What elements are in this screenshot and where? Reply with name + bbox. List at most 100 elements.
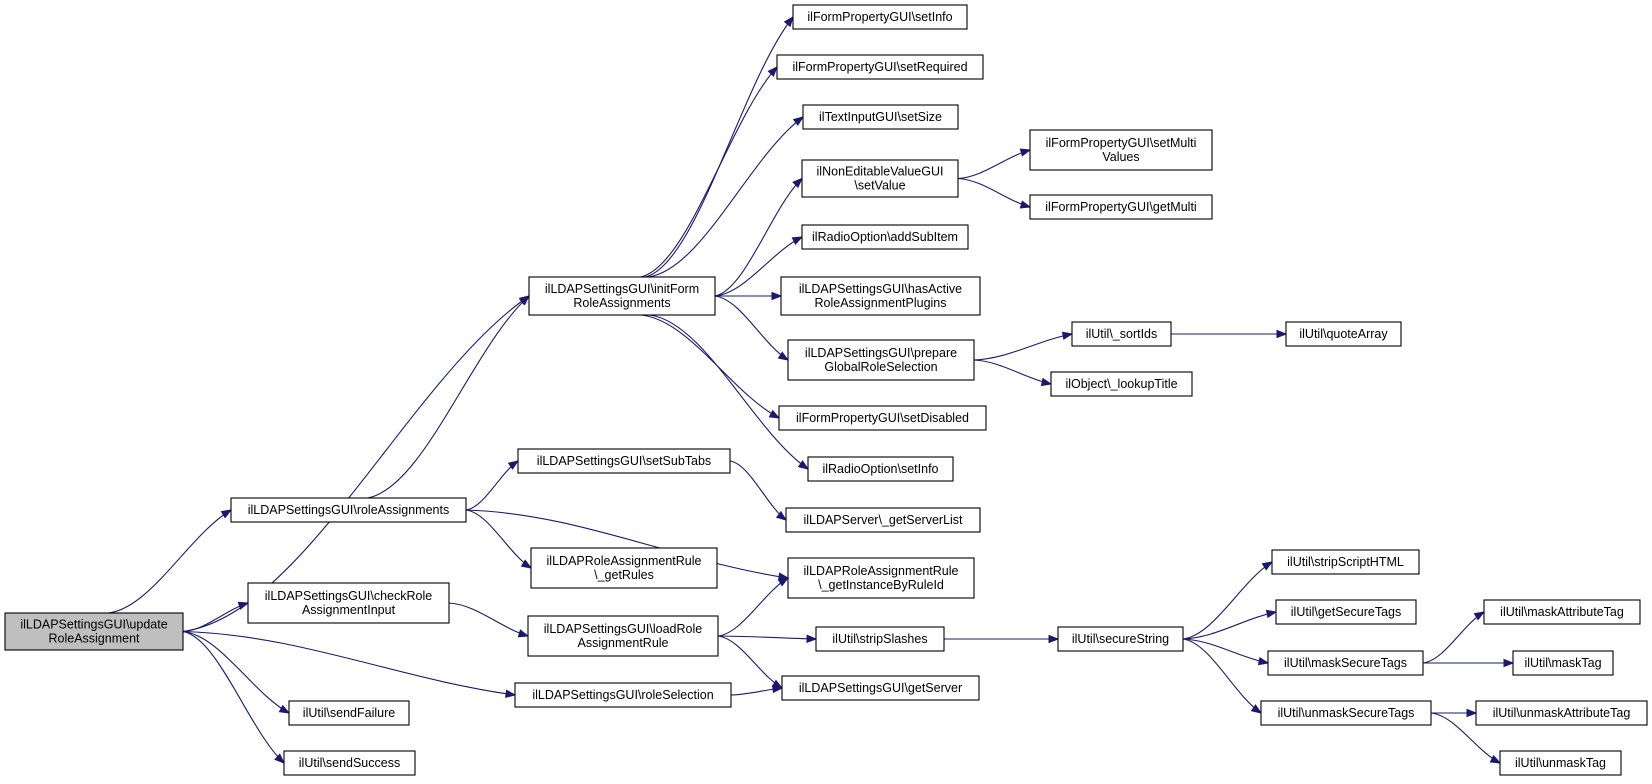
node-set-value[interactable]: ilNonEditableValueGUI\setValue [801,159,959,198]
node-lookup-title[interactable]: ilObject\_lookupTitle [1050,371,1193,397]
node-set-size[interactable]: ilTextInputGUI\setSize [802,104,959,130]
edge-role-assignments-to-init-form [367,295,531,499]
node-box [792,4,968,30]
edge-strip-slashes-to-secure-string [943,634,1060,644]
node-label: ilUtil\maskTag [1524,656,1601,670]
node-unmask-tag[interactable]: ilUtil\unmaskTag [1499,750,1622,776]
node-get-instance[interactable]: ilLDAPRoleAssignmentRule\_getInstanceByR… [787,557,975,599]
node-label: ilLDAPSettingsGUI\initForm [545,282,699,296]
node-mask-tag[interactable]: ilUtil\maskTag [1512,650,1614,676]
node-set-disabled[interactable]: ilFormPropertyGUI\setDisabled [778,405,987,431]
node-set-sub-tabs[interactable]: ilLDAPSettingsGUI\setSubTabs [517,448,731,474]
node-role-assignments[interactable]: ilLDAPSettingsGUI\roleAssignments [230,497,467,523]
edge-line [182,630,285,764]
edge-secure-string-to-strip-script [1182,561,1274,640]
node-box [1499,750,1622,776]
node-prepare-global[interactable]: ilLDAPSettingsGUI\prepareGlobalRoleSelec… [787,339,975,381]
arrow-head [278,704,291,714]
arrow-head [1040,377,1053,387]
node-set-info[interactable]: ilFormPropertyGUI\setInfo [792,4,968,30]
node-label: ilUtil\unmaskSecureTags [1278,706,1415,720]
arrow-head [1257,656,1270,666]
node-get-secure-tags[interactable]: ilUtil\getSecureTags [1275,599,1417,625]
node-send-success[interactable]: ilUtil\sendSuccess [283,750,416,776]
node-get-multi[interactable]: ilFormPropertyGUI\getMulti [1029,194,1213,220]
node-box [787,339,975,381]
node-label: ilFormPropertyGUI\setMulti [1046,136,1197,150]
node-secure-string[interactable]: ilUtil\secureString [1057,626,1184,652]
node-set-required[interactable]: ilFormPropertyGUI\setRequired [776,54,984,80]
edge-root-to-role-selection [182,630,517,698]
node-radio-set-info[interactable]: ilRadioOption\setInfo [807,456,954,482]
node-get-server-list[interactable]: ilLDAPServer\_getServerList [785,507,981,533]
edge-line [973,359,1052,385]
node-box [1050,371,1193,397]
edge-unmask-secure-tags-to-unmask-attr [1431,708,1478,718]
edge-sort-ids-to-quote-array [1171,329,1288,339]
node-label: AssignmentRule [577,636,668,650]
edge-line [645,16,794,278]
edge-line [465,509,532,569]
arrow-head [1473,611,1486,621]
node-role-selection[interactable]: ilLDAPSettingsGUI\roleSelection [514,682,732,708]
edge-line [182,630,290,714]
edge-line [465,460,519,511]
node-mask-secure-tags[interactable]: ilUtil\maskSecureTags [1267,650,1424,676]
edge-set-value-to-get-multi [957,177,1032,209]
arrow-head [1489,754,1502,764]
node-add-sub-item[interactable]: ilRadioOption\addSubItem [801,224,969,250]
node-box [780,276,981,316]
node-label: ilUtil\sendSuccess [299,756,400,770]
node-send-failure[interactable]: ilUtil\sendFailure [288,700,410,726]
edge-line [717,635,817,640]
node-strip-slashes[interactable]: ilUtil\stripSlashes [815,626,945,652]
edge-mask-secure-tags-to-mask-attr [1422,611,1486,664]
node-box [785,507,981,533]
node-sort-ids[interactable]: ilUtil\_sortIds [1071,321,1172,347]
node-strip-script[interactable]: ilUtil\stripScriptHTML [1271,549,1420,575]
arrow-head [1250,704,1263,714]
arrow-head [806,634,818,644]
node-has-active[interactable]: ilLDAPSettingsGUI\hasActiveRoleAssignmen… [780,276,981,316]
edge-line [714,295,789,361]
node-label: RoleAssignmentPlugins [814,296,946,310]
edge-init-form-to-radio-set-info [649,314,810,470]
node-box [787,557,975,599]
node-label: GlobalRoleSelection [824,360,937,374]
node-label: \_getInstanceByRuleId [818,578,944,592]
node-box [1475,700,1648,726]
node-label: ilLDAPSettingsGUI\setSubTabs [537,454,711,468]
node-box [1512,650,1614,676]
node-unmask-attr[interactable]: ilUtil\unmaskAttributeTag [1475,700,1648,726]
node-quote-array[interactable]: ilUtil\quoteArray [1285,321,1402,347]
node-label: AssignmentInput [302,603,396,617]
edge-unmask-secure-tags-to-unmask-tag [1430,712,1502,764]
node-box [815,626,945,652]
node-label: ilLDAPRoleAssignmentRule [547,554,702,568]
node-unmask-secure-tags[interactable]: ilUtil\unmaskSecureTags [1260,700,1432,726]
arrow-head [1466,708,1478,718]
edge-line [108,509,232,614]
node-box [776,54,984,80]
arrow-head [220,509,233,519]
node-mask-attr[interactable]: ilUtil\maskAttributeTag [1483,599,1641,625]
node-box [801,224,969,250]
edge-line [957,177,1031,208]
node-label: ilUtil\quoteArray [1299,327,1388,341]
edge-prepare-global-to-lookup-title [973,359,1053,387]
edge-role-selection-to-get-server [730,684,784,696]
node-check-role[interactable]: ilLDAPSettingsGUI\checkRoleAssignmentInp… [247,582,450,624]
edge-set-value-to-set-multi-values [957,148,1032,180]
edge-root-to-init-form [182,295,531,633]
node-box [1029,129,1213,171]
edge-init-form-to-set-size [648,116,805,278]
node-init-form[interactable]: ilLDAPSettingsGUI\initFormRoleAssignment… [528,276,716,316]
node-get-rules[interactable]: ilLDAPRoleAssignmentRule\_getRules [530,547,718,589]
node-get-server[interactable]: ilLDAPSettingsGUI\getServer [781,675,980,701]
node-label: ilUtil\maskSecureTags [1284,656,1407,670]
node-box [528,276,716,316]
